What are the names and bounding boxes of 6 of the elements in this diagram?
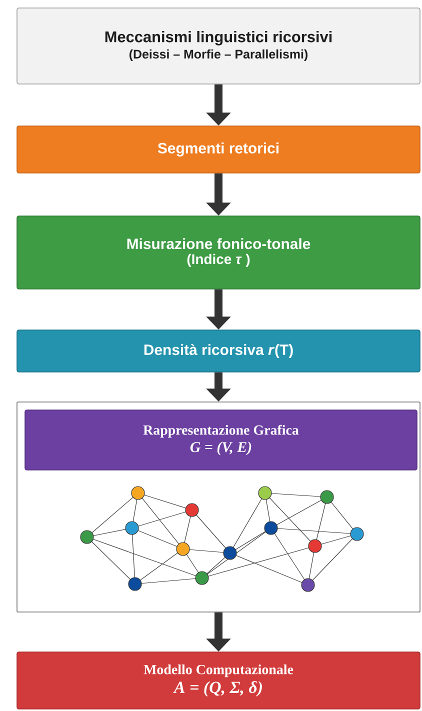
process-box: Misurazione fonico-tonale (Indice τ ) <box>16 216 420 290</box>
process-box: Densità ricorsiva r(T) <box>16 330 420 372</box>
header-box: Rappresentazione Grafica G = (V, E) <box>24 410 418 470</box>
process-box: Modello Computazionale A = (Q, Σ, δ) <box>16 652 420 710</box>
process-box: Meccanismi linguistici ricorsivi (Deissi – Morfie – Parallelismi) <box>16 8 420 84</box>
process-box: Segmenti retorici <box>16 126 420 174</box>
